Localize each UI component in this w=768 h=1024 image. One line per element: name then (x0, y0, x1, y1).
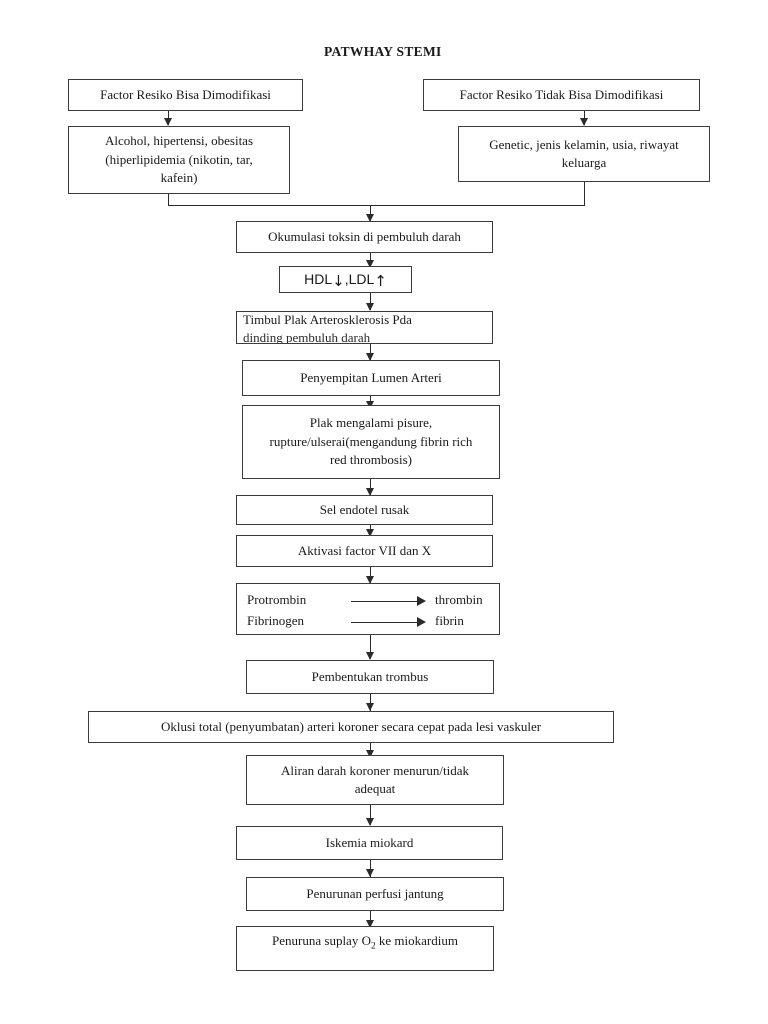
flow-line-2: adequat (354, 781, 396, 796)
detail-line-1: Alcohol, hipertensi, obesitas (104, 133, 254, 149)
arrow-head-icon (366, 920, 374, 928)
lipid-separator: , (344, 270, 349, 287)
node-plaque-formation: Timbul Plak Arterosklerosis Pda dinding … (236, 311, 493, 344)
node-myocardial-ischemia: Iskemia miokard (236, 826, 503, 860)
node-risk-nonmodifiable: Factor Resiko Tidak Bisa Dimodifikasi (423, 79, 700, 111)
arrow-head-icon (366, 703, 374, 711)
connector-line (370, 567, 371, 583)
rupture-line-3: red thrombosis) (330, 452, 412, 468)
arrow-head-icon (366, 576, 374, 584)
reaction-arrow-icon (351, 595, 429, 607)
reactant-label: Fibrinogen (247, 613, 305, 629)
rupture-line-2: rupture/ulserai(mengandung fibrin rich (269, 433, 473, 449)
reaction-arrow-icon (351, 616, 429, 628)
node-risk-modifiable-detail: Alcohol, hipertensi, obesitas (hiperlipi… (68, 126, 290, 194)
arrow-head-icon (366, 818, 374, 826)
product-label: thrombin (435, 592, 483, 608)
node-perfusion-decrease: Penurunan perfusi jantung (246, 877, 504, 911)
detail-line-3: kafein) (160, 170, 198, 186)
connector-line (370, 805, 371, 825)
arrow-head-icon (164, 118, 172, 126)
node-coronary-flow-decrease: Aliran darah koroner menurun/tidak adequ… (246, 755, 504, 805)
plaque-line-2: dinding pembuluh darah (243, 330, 371, 344)
reactant-label: Protrombin (247, 592, 307, 608)
arrow-head-icon (366, 488, 374, 496)
reaction-row-fibrinogen: Fibrinogen fibrin (247, 611, 489, 632)
oxygen-supply-text-post: ke miokardium (375, 933, 458, 948)
oxygen-supply-label: Penuruna suplay O2 ke miokardium (272, 932, 458, 954)
flow-line-1: Aliran darah koroner menurun/tidak (280, 762, 470, 778)
node-risk-modifiable: Factor Resiko Bisa Dimodifikasi (68, 79, 303, 111)
node-thrombus-formation: Pembentukan trombus (246, 660, 494, 694)
oxygen-subscript: 2 (370, 941, 376, 952)
node-coagulation-cascade: Protrombin thrombin Fibrinogen fibrin (236, 583, 500, 635)
arrow-head-icon (366, 353, 374, 361)
arrow-head-icon (366, 303, 374, 311)
connector-line (370, 293, 371, 310)
connector-line (370, 860, 371, 877)
connector-line (370, 205, 371, 222)
rupture-line-1: Plak mengalami pisure, (309, 415, 433, 431)
node-plaque-rupture: Plak mengalami pisure, rupture/ulserai(m… (242, 405, 500, 479)
connector-line (370, 479, 371, 495)
node-factor-activation: Aktivasi factor VII dan X (236, 535, 493, 567)
detail-line-2: (hiperlipidemia (nikotin, tar, (105, 151, 253, 167)
connector-line (168, 205, 585, 206)
ldl-label: LDL (348, 270, 375, 287)
detail-line-2: keluarga (561, 155, 607, 170)
oxygen-supply-text-pre: Penuruna suplay O (272, 933, 371, 948)
node-lipid-profile: HDL↓, LDL↑ (279, 266, 412, 293)
arrow-head-icon (366, 750, 374, 758)
reaction-row-prothrombin: Protrombin thrombin (247, 590, 489, 611)
product-label: fibrin (435, 613, 464, 629)
node-oxygen-supply-decrease: Penuruna suplay O2 ke miokardium (236, 926, 494, 971)
connector-line (584, 182, 585, 206)
hdl-label: HDL (304, 270, 333, 287)
connector-line (168, 194, 169, 206)
node-total-occlusion: Oklusi total (penyumbatan) arteri korone… (88, 711, 614, 743)
node-toxin-accumulation: Okumulasi toksin di pembuluh darah (236, 221, 493, 253)
connector-line (370, 635, 371, 659)
detail-line-1: Genetic, jenis kelamin, usia, riwayat (489, 136, 679, 152)
arrow-head-icon (366, 869, 374, 877)
node-endothelial-damage: Sel endotel rusak (236, 495, 493, 525)
arrow-head-icon (366, 529, 374, 537)
arrow-head-icon (366, 652, 374, 660)
connector-line (370, 344, 371, 360)
arrow-head-icon (580, 118, 588, 126)
arrow-head-icon (366, 260, 374, 268)
plaque-line-1: Timbul Plak Arterosklerosis Pda (243, 311, 412, 327)
page-title: PATWHAY STEMI (324, 44, 442, 59)
arrow-head-icon (366, 214, 374, 222)
connector-line (370, 694, 371, 711)
node-lumen-narrowing: Penyempitan Lumen Arteri (242, 360, 500, 396)
connector-line (370, 911, 371, 927)
node-risk-nonmodifiable-detail: Genetic, jenis kelamin, usia, riwayat ke… (458, 126, 710, 182)
